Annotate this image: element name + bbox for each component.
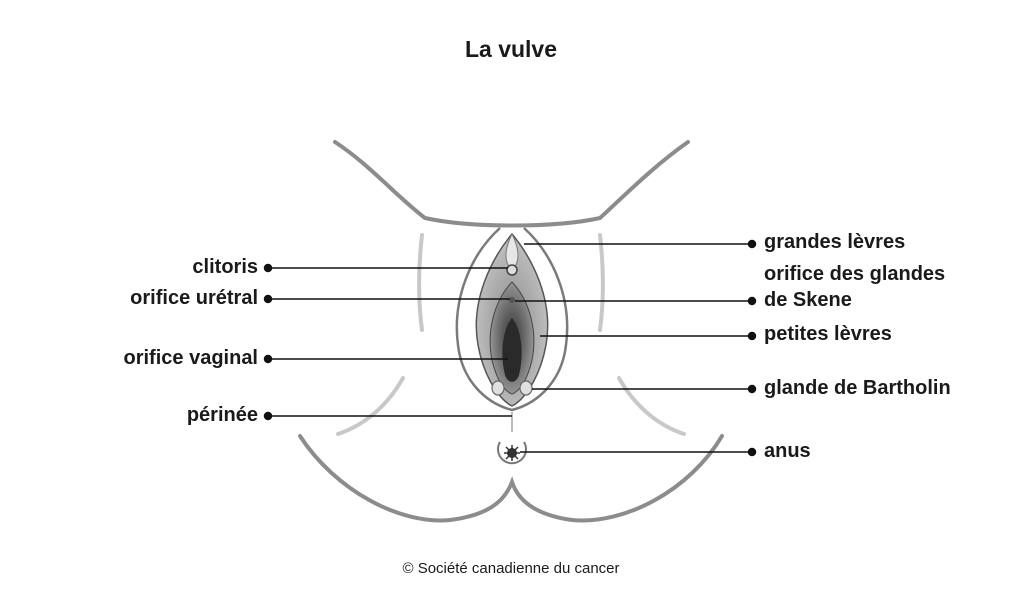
diagram-title: La vulve (464, 36, 558, 62)
label-perineum: périnée (186, 404, 258, 426)
label-anus: anus (764, 440, 811, 462)
label-skene-glands-line2: de Skene (764, 289, 852, 311)
labia-majora (455, 227, 569, 412)
body-outline (298, 140, 724, 523)
label-labia-majora: grandes lèvres (764, 231, 906, 253)
leader-lines (263, 239, 757, 457)
label-clitoris: clitoris (192, 256, 258, 278)
label-skene-glands-line1: orifice des glandes (764, 263, 946, 285)
label-labia-minora: petites lèvres (764, 323, 892, 345)
label-vaginal-orifice: orifice vaginal (123, 347, 259, 369)
bartholin-gland-left (491, 380, 505, 396)
clitoris-glans (506, 264, 518, 276)
label-urethral-orifice: orifice urétral (130, 287, 258, 309)
bartholin-gland-right (519, 380, 533, 396)
copyright-credit: © Société canadienne du cancer (402, 560, 620, 577)
anus-shape (497, 441, 527, 465)
urethral-opening (509, 297, 515, 303)
thigh-lines (336, 233, 686, 436)
label-bartholin-gland: glande de Bartholin (764, 377, 951, 399)
vaginal-opening (502, 318, 522, 382)
